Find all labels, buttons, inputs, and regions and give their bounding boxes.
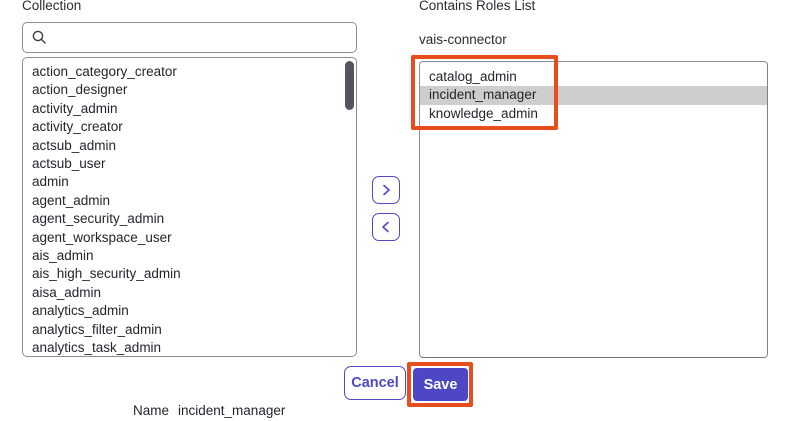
list-item[interactable]: actsub_admin: [32, 137, 117, 153]
list-item[interactable]: action_designer: [32, 82, 128, 98]
list-item[interactable]: actsub_user: [32, 156, 106, 172]
search-input[interactable]: [54, 23, 356, 52]
chevron-right-icon: [380, 184, 392, 196]
list-item[interactable]: aisa_admin: [32, 284, 102, 300]
collection-listbox[interactable]: action_category_creator action_designer …: [22, 57, 357, 357]
list-item[interactable]: analytics_filter_admin: [32, 321, 162, 337]
contains-roles-list-label: Contains Roles List: [419, 0, 536, 13]
list-item[interactable]: knowledge_admin: [429, 105, 538, 121]
list-item[interactable]: action_category_creator: [32, 64, 177, 79]
list-item[interactable]: agent_workspace_user: [32, 229, 172, 245]
name-value: incident_manager: [178, 403, 286, 418]
list-item[interactable]: admin: [32, 174, 69, 190]
list-item[interactable]: ais_admin: [32, 248, 94, 264]
move-left-button[interactable]: [372, 213, 400, 241]
list-item[interactable]: ais_high_security_admin: [32, 266, 181, 282]
list-item[interactable]: agent_admin: [32, 192, 111, 208]
list-item[interactable]: incident_manager: [420, 86, 767, 105]
chevron-left-icon: [380, 221, 392, 233]
cancel-button[interactable]: Cancel: [344, 366, 406, 400]
list-item[interactable]: analytics_task_admin: [32, 340, 162, 356]
list-item[interactable]: activity_creator: [32, 119, 123, 135]
collection-name: vais-connector: [419, 32, 507, 47]
collection-search[interactable]: [22, 22, 357, 53]
list-item[interactable]: activity_admin: [32, 100, 118, 116]
list-item[interactable]: catalog_admin: [429, 69, 517, 84]
name-label: Name: [133, 403, 170, 418]
save-button-label: Save: [423, 376, 458, 393]
move-right-button[interactable]: [372, 176, 400, 204]
list-item[interactable]: agent_security_admin: [32, 211, 165, 227]
collection-label: Collection: [22, 0, 82, 13]
save-button[interactable]: Save: [413, 368, 468, 401]
list-item[interactable]: analytics_admin: [32, 303, 129, 319]
cancel-button-label: Cancel: [351, 375, 399, 391]
roles-listbox[interactable]: catalog_admin incident_manager knowledge…: [419, 61, 768, 358]
collection-scrollbar-thumb[interactable]: [345, 61, 354, 110]
search-icon: [31, 29, 48, 46]
